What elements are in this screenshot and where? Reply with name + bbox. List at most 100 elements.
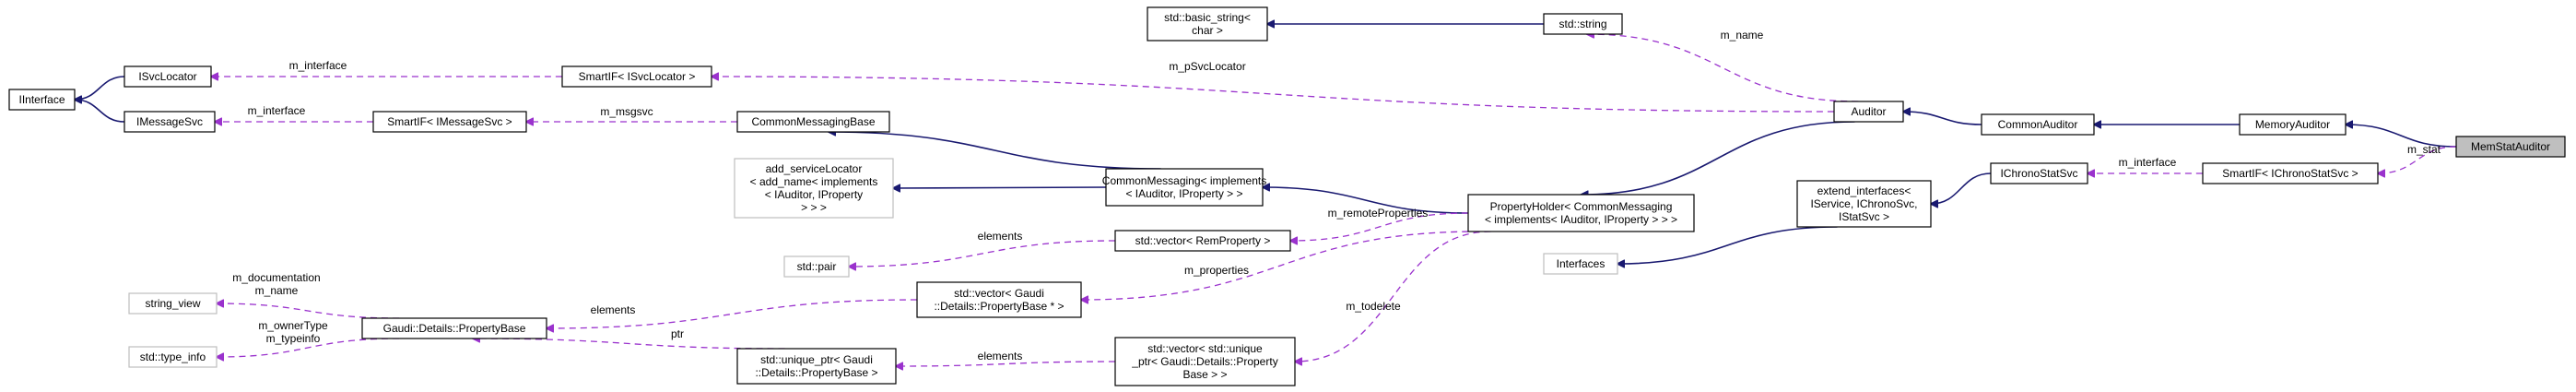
node-propertybase[interactable]: Gaudi::Details::PropertyBase — [361, 317, 547, 339]
node-label: ::Details::PropertyBase > — [755, 366, 877, 379]
node-label: Interfaces — [1557, 257, 1606, 270]
node-std-pair[interactable]: std::pair — [783, 255, 850, 278]
node-vector-unique-ptr[interactable]: std::vector< std::unique_ptr< Gaudi::Det… — [1114, 337, 1296, 386]
node-extend-interfaces[interactable]: extend_interfaces<IService, IChronoSvc,I… — [1796, 180, 1932, 228]
node-box — [2239, 113, 2347, 136]
node-label: ISvcLocator — [138, 70, 196, 83]
node-propertyholder[interactable]: PropertyHolder< CommonMessaging< impleme… — [1467, 194, 1695, 232]
node-imessagesvc[interactable]: IMessageSvc — [124, 111, 216, 133]
node-label: < IAuditor, IProperty > > — [1125, 187, 1242, 200]
edge-auditor-smartif-isvclocator — [712, 77, 1835, 113]
node-string-view[interactable]: string_view — [128, 292, 218, 315]
node-label: string_view — [145, 297, 200, 310]
node-label: std::string — [1559, 18, 1606, 30]
node-box — [561, 65, 712, 88]
edge-ichronostatsvc-extend-interfaces — [1931, 172, 1992, 204]
node-label: CommonMessaging< implements — [1102, 174, 1266, 187]
node-label: std::type_info — [140, 350, 206, 363]
edge-label-m-properties: m_properties — [1184, 264, 1249, 277]
node-label: CommonMessagingBase — [751, 115, 875, 128]
node-commonmessaging[interactable]: CommonMessaging< implements< IAuditor, I… — [1102, 168, 1266, 207]
node-isvclocator[interactable]: ISvcLocator — [124, 65, 212, 88]
node-label: Auditor — [1851, 105, 1886, 118]
node-interfaces[interactable]: Interfaces — [1543, 253, 1618, 275]
node-box — [128, 292, 218, 315]
node-label: std::unique_ptr< Gaudi — [760, 353, 873, 366]
edge-label-elements-propbase: elements — [591, 303, 636, 316]
node-commonmessagingbase[interactable]: CommonMessagingBase — [736, 111, 890, 133]
edge-commonmessaging-commonmessagingbase — [829, 132, 1161, 170]
node-ichronostatsvc[interactable]: IChronoStatSvc — [1990, 162, 2088, 184]
node-smartif-imessagesvc[interactable]: SmartIF< IMessageSvc > — [372, 111, 527, 133]
node-smartif-isvclocator[interactable]: SmartIF< ISvcLocator > — [561, 65, 712, 88]
node-auditor[interactable]: Auditor — [1833, 101, 1904, 123]
edge-label-m-interface-msgsvc: m_interface — [248, 104, 306, 117]
node-smartif-ichronostatsvc[interactable]: SmartIF< IChronoStatSvc > — [2202, 162, 2379, 184]
node-label: IService, IChronoSvc, — [1810, 197, 1917, 210]
node-box — [1981, 113, 2095, 136]
edge-label-owner-typeinfo-line-1: m_ownerType — [258, 319, 328, 332]
node-box — [783, 255, 850, 278]
edge-auditor-propertyholder — [1582, 121, 1855, 195]
node-box — [2202, 162, 2379, 184]
node-label: < IAuditor, IProperty — [765, 188, 863, 201]
node-label: _ptr< Gaudi::Details::Property — [1131, 355, 1277, 368]
node-box — [124, 111, 216, 133]
edge-label-ptr: ptr — [671, 327, 684, 340]
edge-label-doc-name-line-1: m_documentation — [232, 271, 320, 284]
node-basic-string[interactable]: std::basic_string<char > — [1147, 6, 1268, 42]
node-box — [1114, 230, 1291, 252]
node-vector-remproperty[interactable]: std::vector< RemProperty > — [1114, 230, 1291, 252]
node-box — [1467, 194, 1695, 232]
node-box — [361, 317, 547, 339]
node-unique-ptr-propertybase[interactable]: std::unique_ptr< Gaudi::Details::Propert… — [736, 348, 897, 385]
node-label: SmartIF< IChronoStatSvc > — [2222, 167, 2358, 180]
edge-isvclocator-iinterface — [75, 76, 125, 100]
edge-commonmessaging-add-servicelocator — [893, 187, 1107, 188]
node-box — [1833, 101, 1904, 123]
edge-label-elements-pair: elements — [978, 230, 1023, 243]
node-label: < add_name< implements — [750, 175, 878, 188]
edge-label-m-remoteproperties: m_remoteProperties — [1328, 207, 1429, 220]
node-memoryauditor[interactable]: MemoryAuditor — [2239, 113, 2347, 136]
node-box — [736, 111, 890, 133]
node-iinterface[interactable]: IInterface — [8, 89, 76, 111]
node-box — [1543, 13, 1623, 35]
node-label: SmartIF< ISvcLocator > — [579, 70, 696, 83]
node-label: MemStatAuditor — [2471, 140, 2550, 153]
node-label: char > — [1192, 24, 1223, 37]
node-label: std::basic_string< — [1164, 11, 1251, 24]
node-vector-propertybase-ptr[interactable]: std::vector< Gaudi::Details::PropertyBas… — [916, 281, 1082, 318]
edge-vector-remproperty-std-pair — [849, 240, 1116, 267]
node-label: std::vector< Gaudi — [954, 287, 1044, 300]
node-box — [124, 65, 212, 88]
edge-propertyholder-vector-unique-ptr — [1295, 231, 1491, 362]
node-box — [1796, 180, 1932, 228]
edge-propertyholder-commonmessaging — [1263, 187, 1469, 214]
node-label: std::vector< std::unique — [1147, 342, 1263, 355]
node-commonauditor[interactable]: CommonAuditor — [1981, 113, 2095, 136]
node-label: MemoryAuditor — [2255, 118, 2330, 131]
edges-layer — [75, 24, 2457, 366]
node-std-string[interactable]: std::string — [1543, 13, 1623, 35]
edge-propertyholder-vector-remproperty — [1290, 212, 1469, 241]
node-label: IMessageSvc — [136, 115, 203, 128]
node-box — [1147, 6, 1268, 42]
node-box — [1990, 162, 2088, 184]
edge-label-m-name: m_name — [1721, 29, 1764, 42]
node-label: Gaudi::Details::PropertyBase — [383, 322, 526, 335]
node-label: < implements< IAuditor, IProperty > > > — [1485, 213, 1677, 226]
edge-label-m-msgsvc: m_msgsvc — [600, 105, 653, 118]
edge-commonauditor-auditor — [1903, 112, 1982, 125]
node-label: IInterface — [18, 93, 65, 106]
node-memstatauditor[interactable]: MemStatAuditor — [2455, 136, 2566, 158]
node-add-servicelocator[interactable]: add_serviceLocator< add_name< implements… — [734, 158, 894, 219]
edge-vector-unique-ptr-unique-ptr-propertybase — [896, 361, 1116, 366]
edge-label-elements-unique: elements — [978, 350, 1023, 362]
edge-label-owner-typeinfo-line-2: m_typeinfo — [266, 332, 321, 345]
edge-propertybase-string-view — [217, 303, 400, 319]
nodes-layer: IInterfaceISvcLocatorIMessageSvcSmartIF<… — [8, 6, 2566, 386]
node-label: add_serviceLocator — [766, 162, 863, 175]
edge-memstatauditor-smartif-ichronostatsvc — [2378, 146, 2457, 173]
node-type-info[interactable]: std::type_info — [128, 346, 218, 368]
